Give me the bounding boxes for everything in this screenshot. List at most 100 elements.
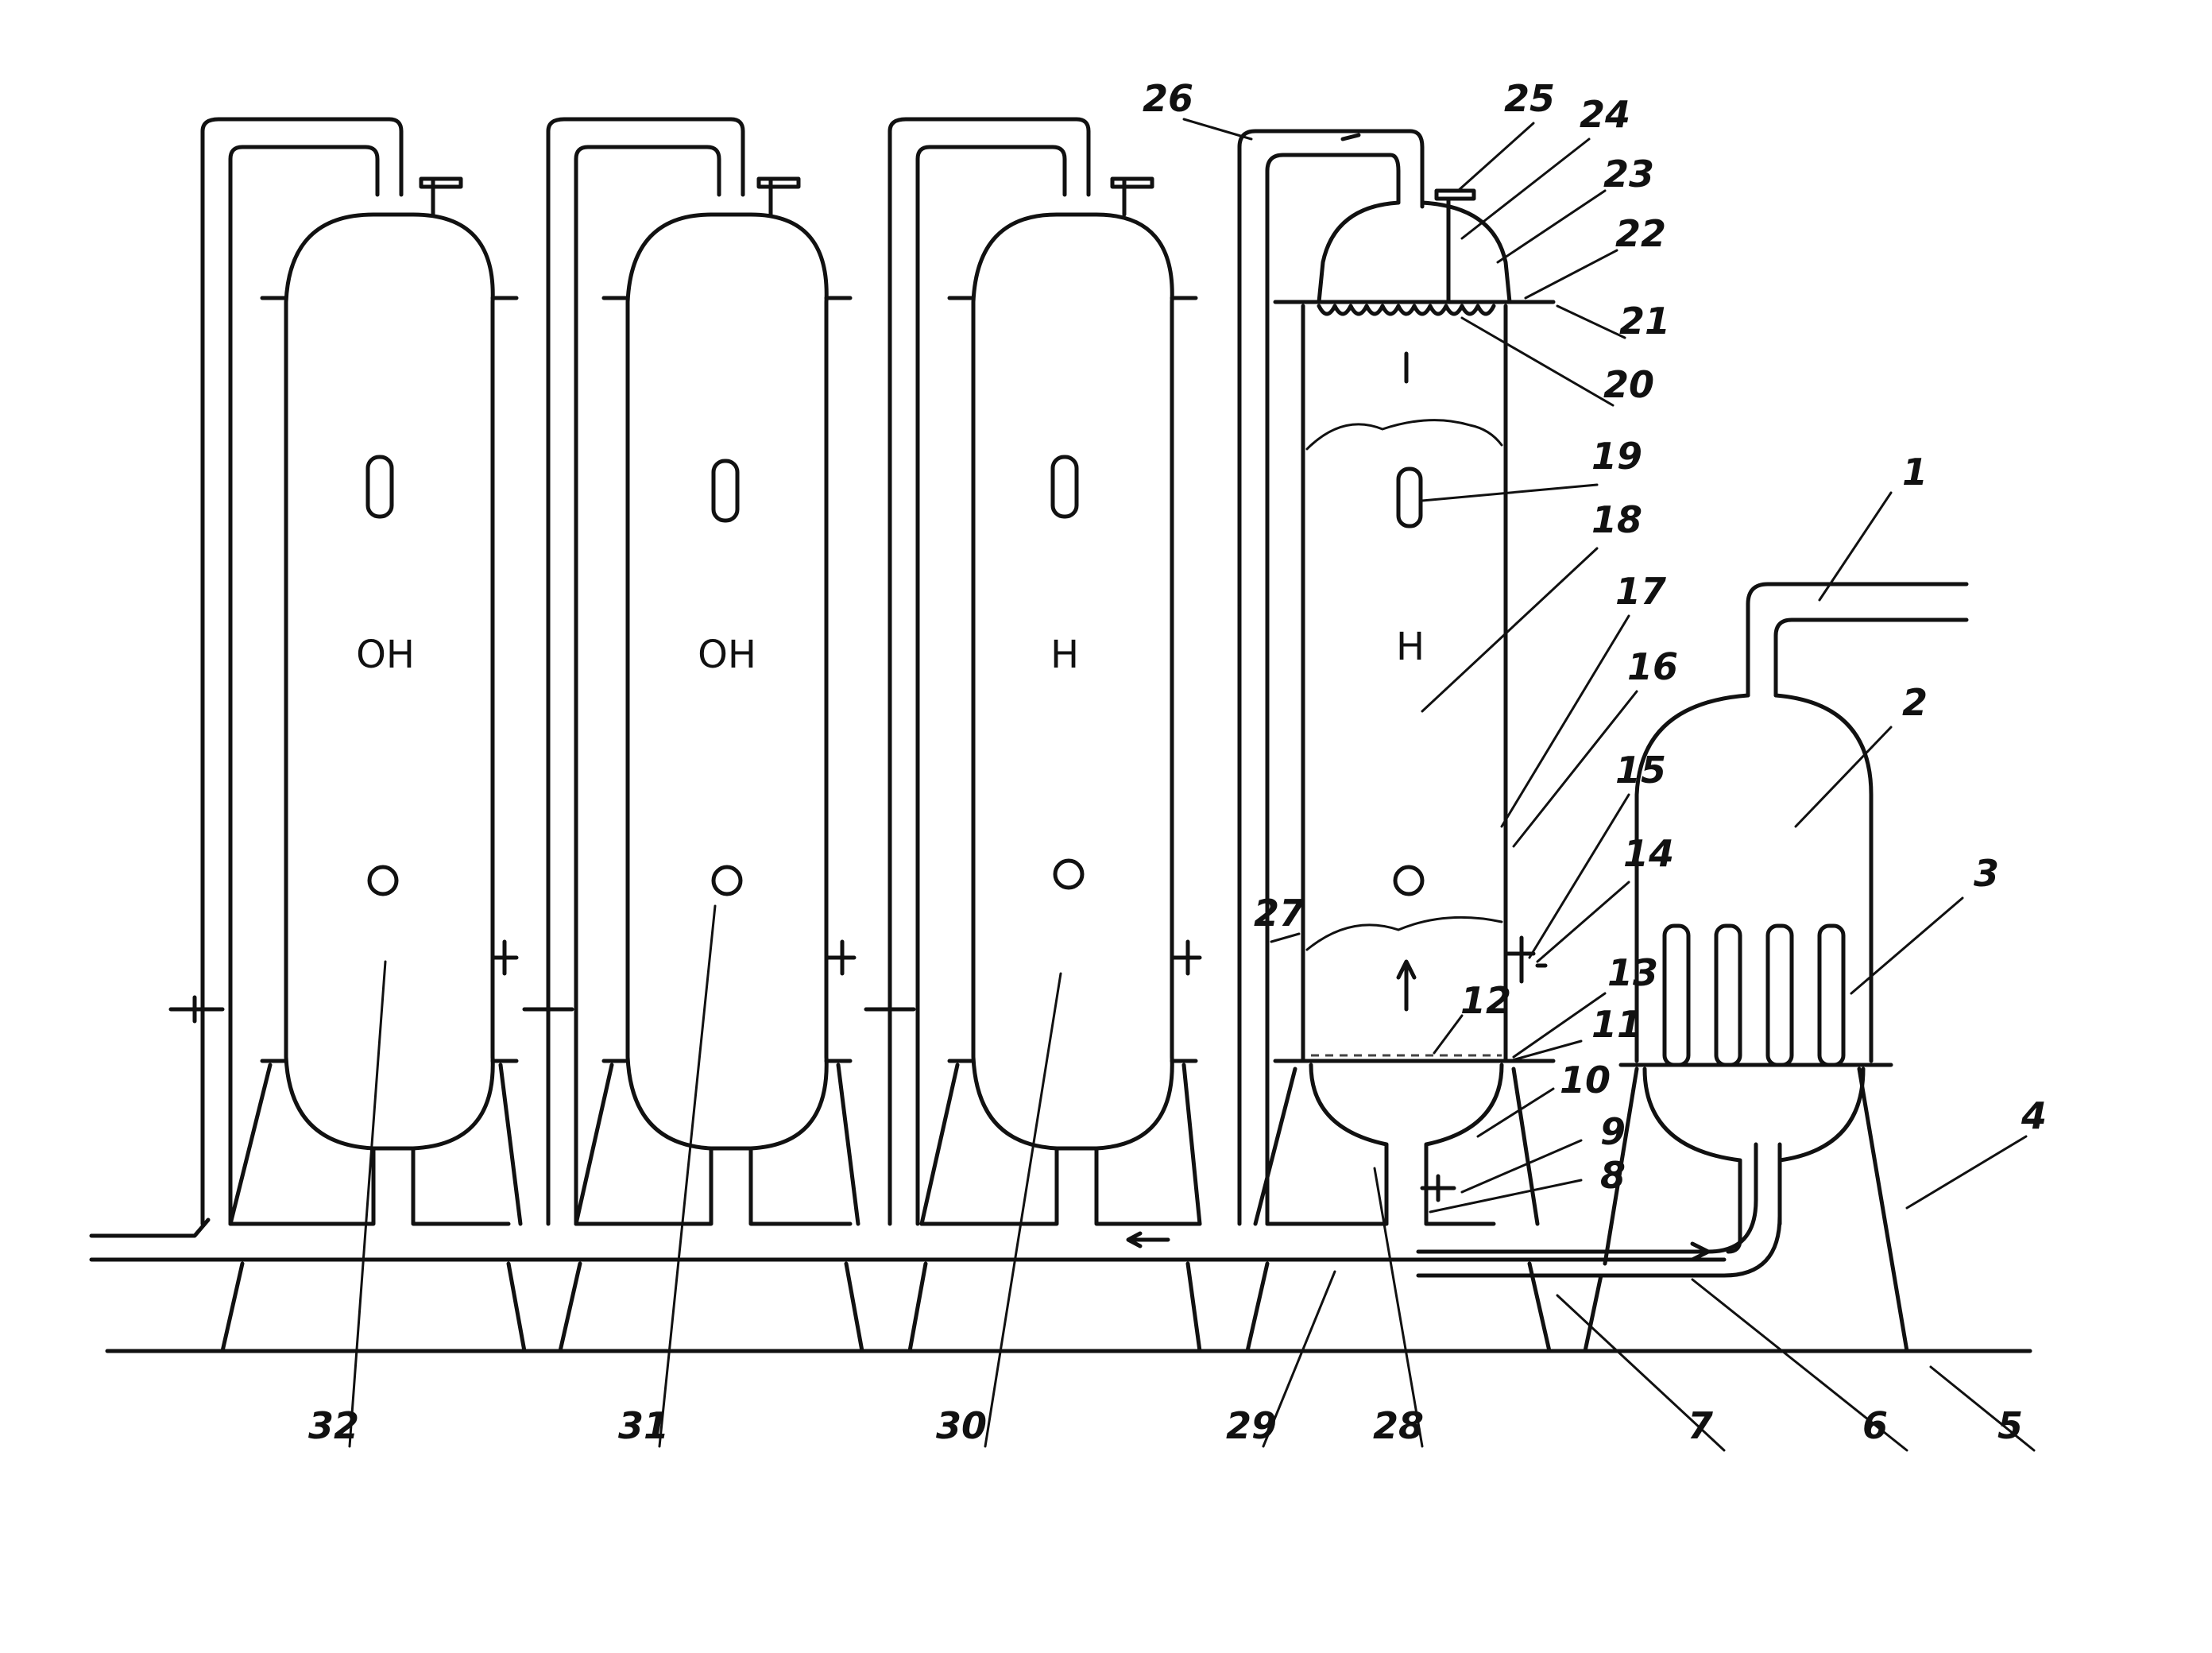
ref-label: 14 <box>1623 832 1674 875</box>
ref-label: 32 <box>308 1404 359 1447</box>
vessel-30: H <box>864 117 1202 1353</box>
loop-pipe-outer <box>200 117 404 1226</box>
break-line-lower <box>1305 916 1503 951</box>
pipe-1-outer <box>1746 582 1969 698</box>
manhole-icon <box>367 865 399 896</box>
ref-label: 28 <box>1373 1404 1424 1447</box>
column-marker: H <box>1050 633 1079 677</box>
heater-tubes-3 <box>1662 923 1846 1067</box>
pipe-1-inner <box>1773 617 1969 698</box>
ground-legs <box>1245 1261 1552 1353</box>
loop-pipe-inner <box>228 145 380 1226</box>
flow-arrow-icon <box>1340 129 1361 141</box>
vent-valve-icon <box>756 176 801 217</box>
ground-legs <box>907 1261 1202 1353</box>
valve-icon <box>1420 1174 1456 1202</box>
manhole-icon <box>1053 858 1085 890</box>
ground-leg <box>1583 1273 1603 1353</box>
ref-label: 8 <box>1600 1154 1626 1197</box>
ref-label: 27 <box>1254 892 1305 935</box>
vessel-body <box>284 212 495 1151</box>
sight-glass-icon <box>365 455 394 519</box>
ref-label: 3 <box>1974 852 1999 895</box>
riser-valve-icon <box>522 995 574 1024</box>
loop-pipe-outer <box>888 117 1091 1226</box>
return-pipe-6 <box>1416 1142 1758 1254</box>
vent-valve-icon <box>1110 176 1154 217</box>
loop-pipe-outer <box>1237 129 1425 1226</box>
ref-label: 1 <box>1902 451 1928 494</box>
ref-label: 18 <box>1591 498 1642 541</box>
side-valve-icon <box>1170 939 1202 976</box>
vessel-body <box>971 212 1174 1151</box>
column-marker: OH <box>356 633 415 677</box>
ref-label: 30 <box>936 1404 987 1447</box>
bottom-outlet <box>228 1146 511 1226</box>
ref-label: 9 <box>1600 1110 1626 1153</box>
ref-label: 11 <box>1591 1003 1642 1046</box>
ref-label: 21 <box>1619 300 1670 343</box>
vessel-main: H <box>1126 129 1556 1353</box>
loop-pipe-inner <box>1265 153 1401 1226</box>
sight-glass-icon <box>1396 466 1423 528</box>
bottom-outlet <box>919 1146 1202 1226</box>
ref-label: 31 <box>618 1404 669 1447</box>
ref-label: 4 <box>2021 1094 2047 1137</box>
ref-label: 7 <box>1688 1404 1713 1447</box>
support-legs <box>919 1063 1202 1226</box>
ref-label: 20 <box>1603 363 1654 406</box>
manhole-icon <box>1393 865 1425 896</box>
tank-legs <box>1603 1067 1909 1353</box>
ref-label: 12 <box>1460 979 1511 1022</box>
ref-label: 24 <box>1580 93 1630 136</box>
bottom-outlet <box>574 1146 853 1226</box>
vessel-32: OH <box>168 117 527 1353</box>
loop-pipe-inner <box>574 145 721 1226</box>
reference-labels: 1 2 3 4 5 6 7 8 9 10 11 12 13 14 15 16 1… <box>308 77 2047 1452</box>
support-legs <box>228 1063 523 1226</box>
ref-label: 10 <box>1560 1059 1611 1101</box>
ref-label: 6 <box>1862 1404 1888 1447</box>
return-pipe-6-outer <box>1416 1142 1782 1278</box>
top-head <box>1317 200 1512 304</box>
column-marker: OH <box>698 633 756 677</box>
ground-legs <box>558 1261 864 1353</box>
ground-legs <box>220 1261 527 1353</box>
riser-valve-icon <box>864 995 916 1024</box>
side-valve-icon <box>824 939 857 976</box>
vent-valve-icon <box>419 176 463 217</box>
side-valve-icon <box>490 939 519 976</box>
break-line-upper <box>1305 419 1503 451</box>
tank-shell <box>1634 693 1874 1063</box>
ref-label: 19 <box>1591 435 1642 478</box>
loop-pipe-outer <box>546 117 745 1226</box>
inlet-pipe-left <box>89 1217 211 1238</box>
ref-label: 29 <box>1226 1404 1277 1447</box>
support-legs <box>1253 1067 1540 1226</box>
riser-valve-icon <box>168 995 225 1024</box>
ref-label: 22 <box>1615 212 1666 255</box>
column-marker: H <box>1396 625 1425 669</box>
vessel-body <box>625 212 829 1151</box>
ref-label: 17 <box>1615 570 1666 613</box>
flow-arrow-icon <box>1126 1231 1170 1248</box>
distributor-20 <box>1317 304 1496 316</box>
flow-arrow-icon <box>1396 959 1417 1012</box>
tank-2 <box>1583 582 1969 1353</box>
support-legs <box>574 1063 860 1226</box>
ref-label: 26 <box>1143 77 1193 120</box>
sight-glass-icon <box>711 459 740 523</box>
loop-pipe-inner <box>915 145 1067 1226</box>
ref-label: 2 <box>1902 681 1928 724</box>
sight-glass-icon <box>1050 455 1079 519</box>
flow-arrow-icon <box>1666 1241 1711 1262</box>
manhole-icon <box>711 865 743 896</box>
side-valve-icon <box>1503 935 1548 984</box>
vent-valve-icon <box>1434 188 1476 304</box>
ref-label: 23 <box>1603 153 1654 195</box>
ref-label: 25 <box>1504 77 1555 120</box>
vessel-31: OH <box>522 117 864 1353</box>
ref-label: 16 <box>1627 645 1678 688</box>
ref-label: 5 <box>1997 1404 2023 1447</box>
